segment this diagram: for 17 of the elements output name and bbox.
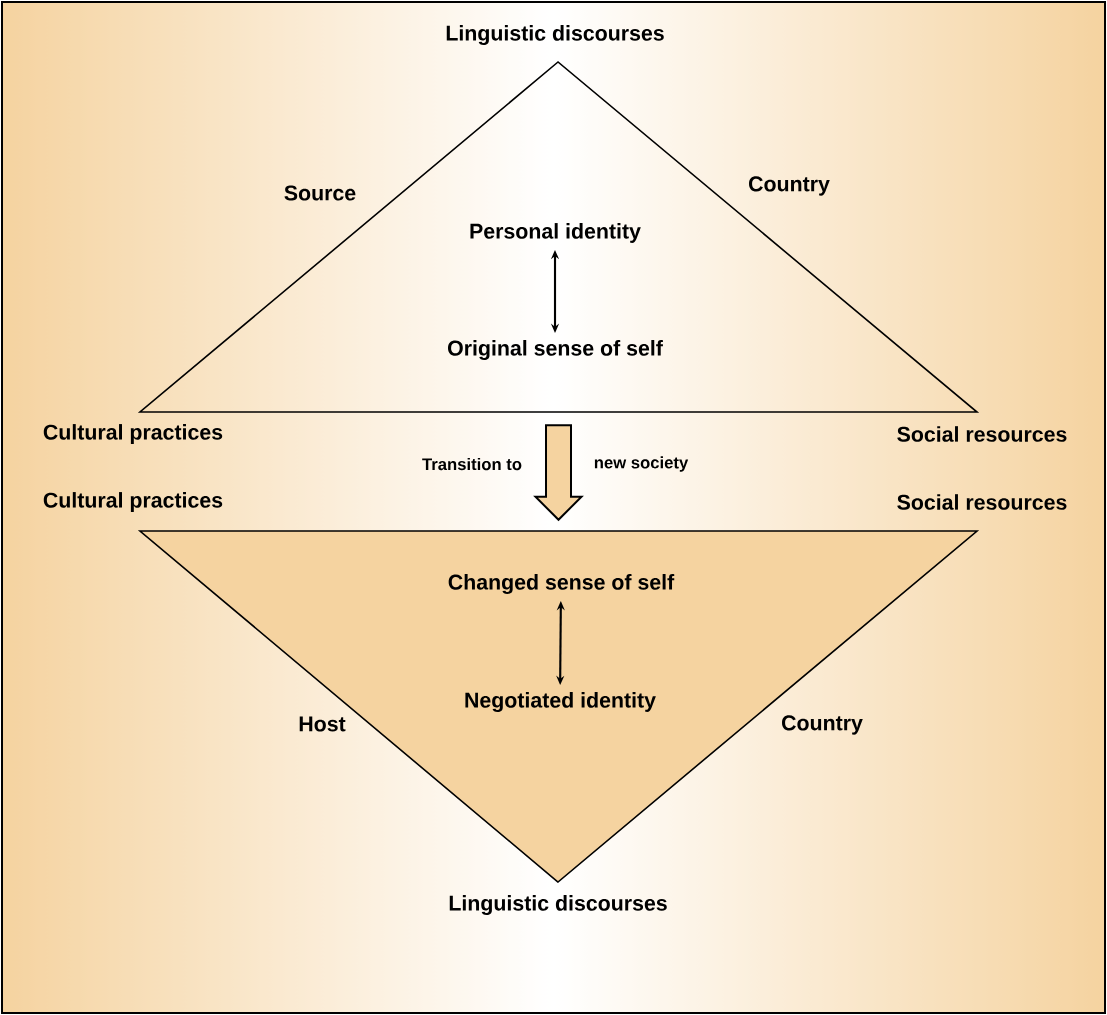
label-text: Transition to (422, 457, 522, 471)
label-text: Source (284, 185, 356, 201)
label-text: Country (782, 715, 863, 735)
identity-text: Personal identity (470, 223, 641, 243)
label-text: new society (594, 456, 689, 472)
identity-text: Original sense of self (448, 340, 663, 360)
label-text: Linguistic discourses (449, 895, 667, 915)
label-text: Host (299, 716, 346, 732)
label-text: Social resources (897, 494, 1067, 510)
block-arrow (533, 424, 584, 522)
label-text: Linguistic discourses (446, 25, 664, 45)
label-text: Social resources (897, 426, 1067, 442)
label-text: Cultural practices (43, 424, 223, 444)
label-text: Country (749, 176, 830, 196)
identity-text: Negotiated identity (465, 692, 656, 712)
identity-text: Changed sense of self (448, 574, 675, 594)
label-text: Cultural practices (43, 492, 223, 512)
